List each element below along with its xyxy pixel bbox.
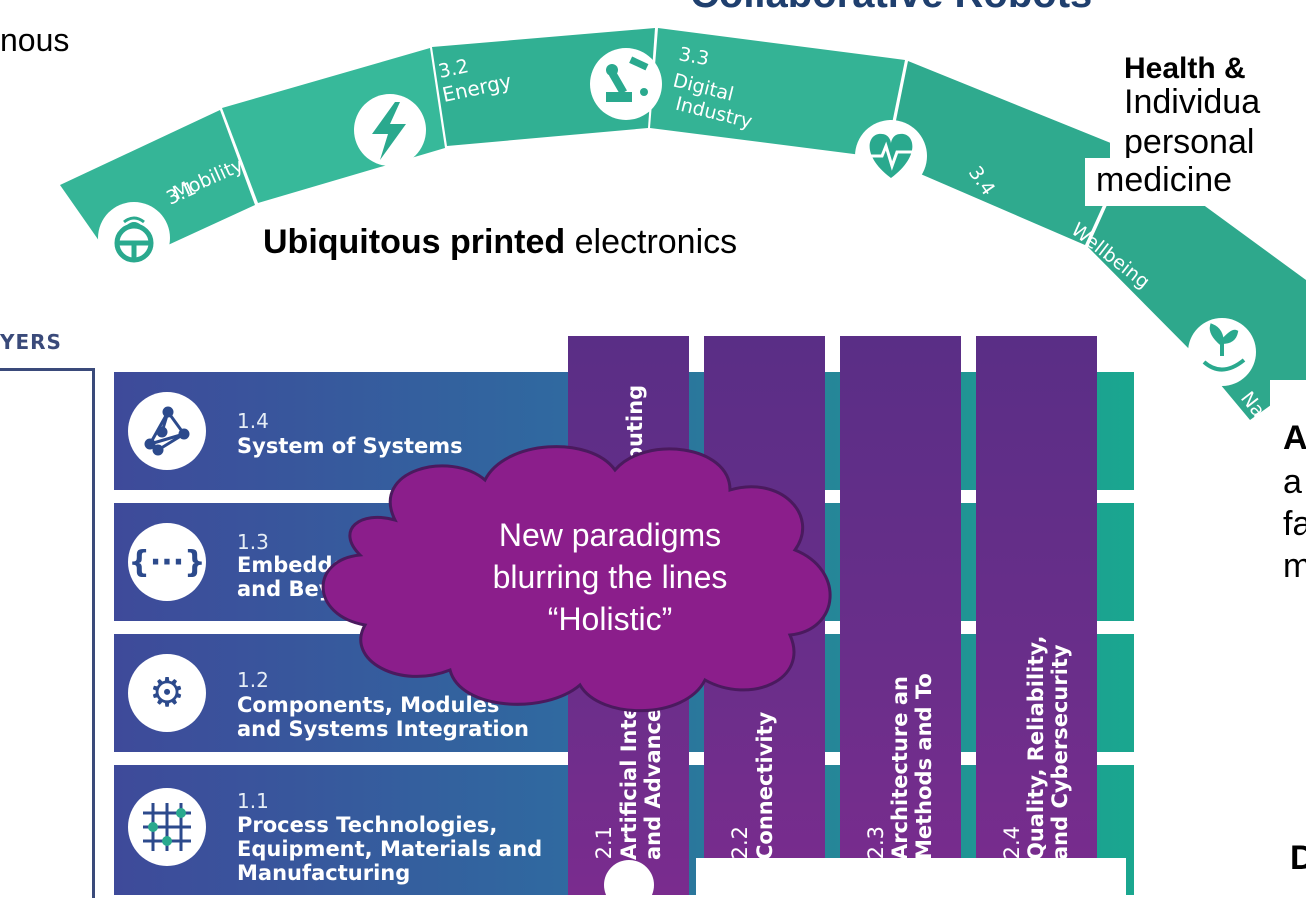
right-partial-3: fa	[1283, 505, 1306, 543]
printed-electronics-label: Ubiquitous printed electronics	[263, 222, 737, 263]
layer-1.1-number: 1.1	[237, 789, 269, 813]
network-nodes-icon	[128, 392, 206, 470]
column-2.4-number: 2.4	[1000, 826, 1024, 860]
layers-header: YERS	[0, 330, 62, 354]
health-line-1: Individua	[1124, 83, 1261, 121]
arc-segment-3.3	[432, 28, 655, 146]
column-2.4	[976, 336, 1097, 895]
arc-segment-3.4	[650, 28, 905, 158]
circuit-grid-icon	[128, 788, 206, 866]
layer-1.2-number: 1.2	[237, 668, 269, 692]
printed-bold: Ubiquitous printed	[263, 223, 566, 261]
column-2.3-number: 2.3	[864, 826, 888, 860]
right-text-box	[1270, 380, 1306, 630]
right-partial-4: m	[1283, 547, 1306, 585]
arc-segment-health	[888, 61, 1128, 245]
column-2.3-name: Architecture an Methods and To	[888, 673, 936, 860]
heartbeat-icon	[869, 133, 913, 178]
cloud-line-2: blurring the lines	[492, 559, 728, 595]
code-braces-icon: {···}	[128, 523, 206, 601]
column-2.1-number: 2.1	[592, 826, 616, 860]
layers-bracket	[0, 368, 95, 898]
health-text-box-lower	[1085, 158, 1306, 206]
cloud-line-1: New paradigms	[498, 517, 722, 553]
steering-wheel-icon	[114, 216, 154, 263]
column-2.3	[840, 336, 961, 895]
column-2.2-number: 2.2	[728, 826, 752, 860]
printed-regular: electronics	[565, 223, 738, 261]
layer-1.4-number: 1.4	[237, 409, 269, 433]
robot-arm-icon	[606, 56, 649, 102]
layer-1.4-name: System of Systems	[237, 434, 463, 458]
layer-1.3-number: 1.3	[237, 530, 269, 554]
left-partial-text: nous	[0, 22, 70, 58]
health-line-2: personal	[1124, 123, 1255, 161]
paradigm-cloud	[321, 445, 832, 713]
layer-1.2-name: Components, Modules and Systems Integrat…	[237, 693, 529, 741]
right-partial-2: a	[1283, 463, 1302, 501]
bottom-white-box	[696, 858, 1126, 895]
plant-hand-icon	[1202, 323, 1246, 372]
gears-icon: ⚙	[128, 654, 206, 732]
column-2.4-name: Quality, Reliability, and Cybersecurity	[1024, 635, 1072, 860]
bottom-right-partial: D	[1290, 839, 1306, 877]
right-partial-1: A	[1283, 419, 1306, 457]
layer-1.1-name: Process Technologies, Equipment, Materia…	[237, 813, 543, 885]
top-partial-title: Collaborative Robots	[690, 0, 1092, 15]
health-line-3: medicine	[1096, 161, 1233, 199]
health-title: Health &	[1124, 52, 1246, 85]
segment-3.3-number: 3.3	[677, 43, 711, 70]
bottom-partial-circle	[604, 860, 654, 910]
cloud-line-3: “Holistic”	[547, 601, 673, 637]
lightning-bolt-icon	[372, 102, 406, 160]
